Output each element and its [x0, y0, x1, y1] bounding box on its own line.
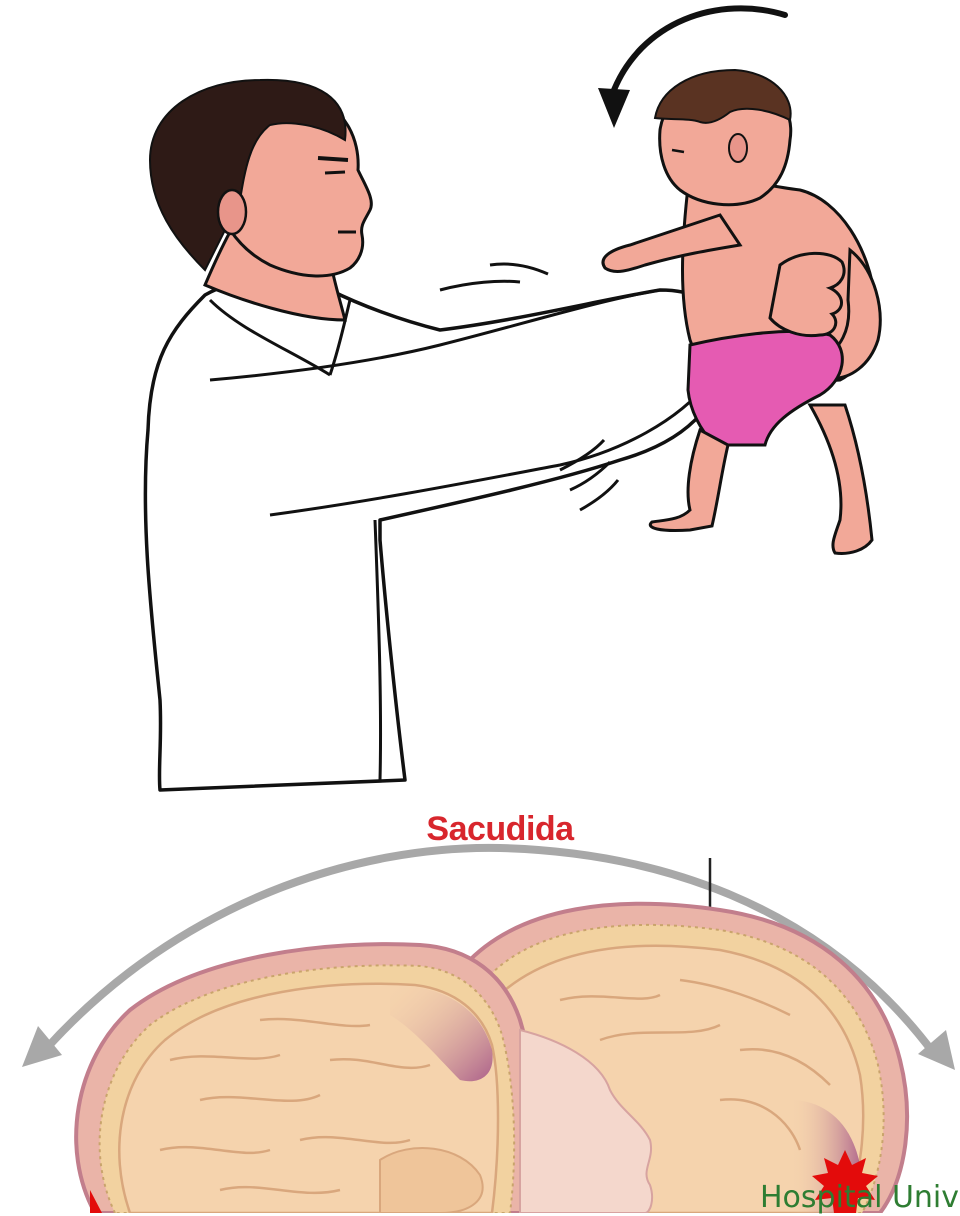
adult-eyebrow — [318, 158, 348, 160]
motion-line — [490, 264, 548, 274]
arc-arrowhead-left-icon — [22, 1026, 62, 1067]
shaking-scene — [145, 8, 880, 790]
motion-line — [440, 281, 520, 290]
motion-line — [580, 480, 618, 510]
hospital-watermark: Hospital Univ — [760, 1180, 959, 1216]
adult-shirt — [145, 279, 728, 790]
rotation-arrowhead — [598, 88, 630, 128]
adult-ear — [218, 190, 246, 234]
brain-diagram — [22, 848, 955, 1213]
shake-caption: Sacudida — [330, 810, 670, 849]
baby-ear — [729, 134, 747, 162]
adult-hand — [770, 253, 844, 335]
baby-leg-back — [810, 405, 872, 553]
adult-eye — [325, 172, 345, 173]
baby-diaper — [688, 331, 842, 445]
